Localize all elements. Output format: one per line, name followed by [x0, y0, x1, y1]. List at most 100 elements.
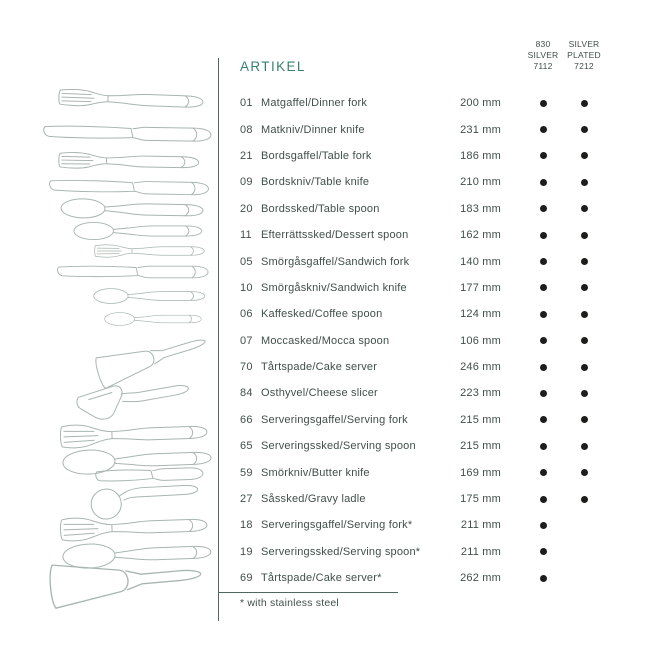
illustration-serving-fork — [59, 419, 208, 449]
availability-dot-icon — [540, 178, 547, 186]
item-length: 211 mm — [460, 545, 501, 558]
item-name: Bordskniv/Table knife — [261, 176, 370, 189]
item-length: 210 mm — [460, 176, 501, 189]
item-length: 231 mm — [460, 123, 501, 136]
availability-dot-icon — [581, 178, 588, 186]
illustration-cake-server-steel — [47, 551, 204, 610]
table-row: 20 Bordssked/Table spoon 183 mm — [240, 196, 610, 222]
availability-dot-icon — [540, 99, 547, 107]
availability-silver — [523, 126, 564, 134]
table-row: 07 Moccasked/Mocca spoon 106 mm — [240, 328, 610, 354]
column-header-line: 7112 — [533, 61, 553, 71]
availability-silver — [523, 205, 564, 213]
item-name: Smörgåsgaffel/Sandwich fork — [261, 255, 410, 268]
availability-silver — [523, 416, 564, 424]
illustration-table-knife — [49, 179, 210, 196]
item-length: 175 mm — [460, 493, 501, 506]
item-number: 08 — [240, 123, 253, 136]
illustration-table-fork — [58, 151, 200, 171]
item-name: Bordsgaffel/Table fork — [261, 149, 372, 162]
table-row: 66 Serveringsgaffel/Serving fork 215 mm — [240, 407, 610, 433]
item-number: 59 — [240, 466, 253, 479]
table-row: 59 Smörkniv/Butter knife 169 mm — [240, 459, 610, 485]
availability-plated — [564, 310, 605, 318]
table-row: 21 Bordsgaffel/Table fork 186 mm — [240, 143, 610, 169]
column-header-line: 7212 — [574, 61, 594, 71]
item-name: Moccasked/Mocca spoon — [261, 334, 390, 347]
availability-dot-icon — [540, 337, 547, 345]
availability-dot-icon — [581, 258, 588, 266]
column-header-line: SILVER — [568, 39, 600, 49]
illustration-sandwich-fork — [94, 244, 205, 258]
table-row: 08 Matkniv/Dinner knife 231 mm — [240, 116, 610, 142]
table-row: 10 Smörgåskniv/Sandwich knife 177 mm — [240, 275, 610, 301]
availability-silver — [523, 548, 564, 556]
availability-dot-icon — [540, 258, 547, 266]
item-length: 246 mm — [460, 361, 501, 374]
availability-silver — [523, 99, 564, 107]
item-number: 05 — [240, 255, 253, 268]
illustration-sandwich-knife — [57, 265, 209, 279]
availability-dot-icon — [581, 442, 588, 450]
availability-dot-icon — [540, 574, 547, 582]
item-name: Kaffesked/Coffee spoon — [261, 308, 383, 321]
availability-silver — [523, 521, 564, 529]
availability-silver — [523, 574, 564, 582]
illustration-dessert-spoon — [73, 221, 203, 241]
availability-silver — [523, 495, 564, 503]
table-row: 11 Efterrättssked/Dessert spoon 162 mm — [240, 222, 610, 248]
availability-silver — [523, 363, 564, 371]
item-length: 223 mm — [460, 387, 501, 400]
item-number: 65 — [240, 440, 253, 453]
item-length: 162 mm — [460, 229, 501, 242]
item-name: Osthyvel/Cheese slicer — [261, 387, 378, 400]
availability-plated — [564, 99, 605, 107]
footnote-rule — [218, 592, 398, 593]
item-name: Efterrättssked/Dessert spoon — [261, 229, 409, 242]
availability-plated — [564, 495, 605, 503]
availability-plated — [564, 126, 605, 134]
item-length: 177 mm — [460, 281, 501, 294]
item-name: Serveringsgaffel/Serving fork* — [261, 519, 413, 532]
item-name: Matgaffel/Dinner fork — [261, 97, 368, 110]
availability-dot-icon — [540, 469, 547, 477]
item-length: 262 mm — [460, 572, 501, 585]
item-name: Serveringssked/Serving spoon* — [261, 545, 421, 558]
article-table: 01 Matgaffel/Dinner fork 200 mm 08 Matkn… — [240, 90, 610, 591]
illustration-serving-spoon-steel — [62, 539, 212, 570]
item-number: 27 — [240, 493, 253, 506]
illustration-dinner-fork — [58, 88, 204, 111]
availability-dot-icon — [540, 126, 547, 134]
item-number: 07 — [240, 334, 253, 347]
item-name: Serveringssked/Serving spoon — [261, 440, 416, 453]
availability-dot-icon — [540, 521, 547, 529]
availability-dot-icon — [581, 310, 588, 318]
availability-silver — [523, 152, 564, 160]
item-name: Tårtspade/Cake server* — [261, 572, 382, 585]
item-length: 124 mm — [460, 308, 501, 321]
availability-dot-icon — [581, 469, 588, 477]
table-row: 19 Serveringssked/Serving spoon* 211 mm — [240, 539, 610, 565]
availability-silver — [523, 258, 564, 266]
availability-plated — [564, 469, 605, 477]
item-name: Tårtspade/Cake server — [261, 361, 378, 374]
availability-plated — [564, 442, 605, 450]
item-number: 01 — [240, 97, 253, 110]
availability-dot-icon — [540, 363, 547, 371]
illustration-serving-fork-steel — [59, 512, 208, 542]
availability-dot-icon — [540, 442, 547, 450]
availability-plated — [564, 548, 605, 555]
footnote: * with stainless steel — [240, 597, 339, 609]
item-number: 10 — [240, 281, 253, 294]
item-name: Matkniv/Dinner knife — [261, 123, 365, 136]
availability-dot-icon — [540, 416, 547, 424]
availability-dot-icon — [581, 231, 588, 239]
availability-plated — [564, 231, 605, 239]
availability-dot-icon — [540, 152, 547, 160]
availability-silver — [523, 178, 564, 186]
table-row: 27 Såssked/Gravy ladle 175 mm — [240, 486, 610, 512]
item-number: 09 — [240, 176, 253, 189]
item-length: 169 mm — [460, 466, 501, 479]
item-number: 21 — [240, 149, 253, 162]
